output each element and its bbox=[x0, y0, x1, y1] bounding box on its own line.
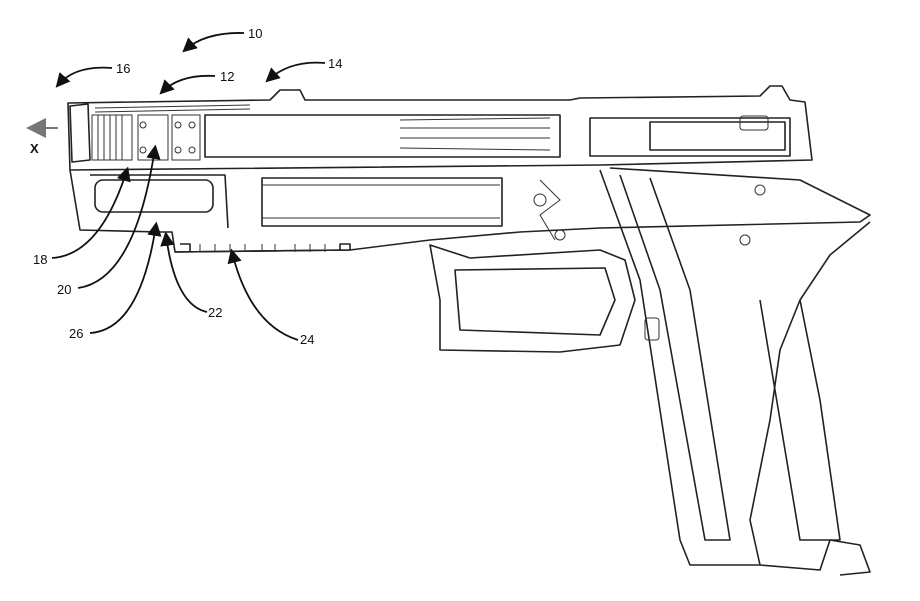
slide bbox=[67, 85, 813, 171]
ref-label-22: 22 bbox=[208, 305, 222, 320]
ref-label-18: 18 bbox=[33, 252, 47, 267]
leader-lines bbox=[51, 32, 326, 341]
ref-label-16: 16 bbox=[116, 61, 130, 76]
grip bbox=[429, 169, 871, 576]
axis-label: X bbox=[30, 141, 39, 156]
ref-label-12: 12 bbox=[220, 69, 234, 84]
ref-label-24: 24 bbox=[300, 332, 314, 347]
muzzle-device bbox=[91, 114, 201, 161]
ref-label-26: 26 bbox=[69, 326, 83, 341]
ref-label-10: 10 bbox=[248, 26, 262, 41]
ref-label-14: 14 bbox=[328, 56, 342, 71]
ref-label-20: 20 bbox=[57, 282, 71, 297]
